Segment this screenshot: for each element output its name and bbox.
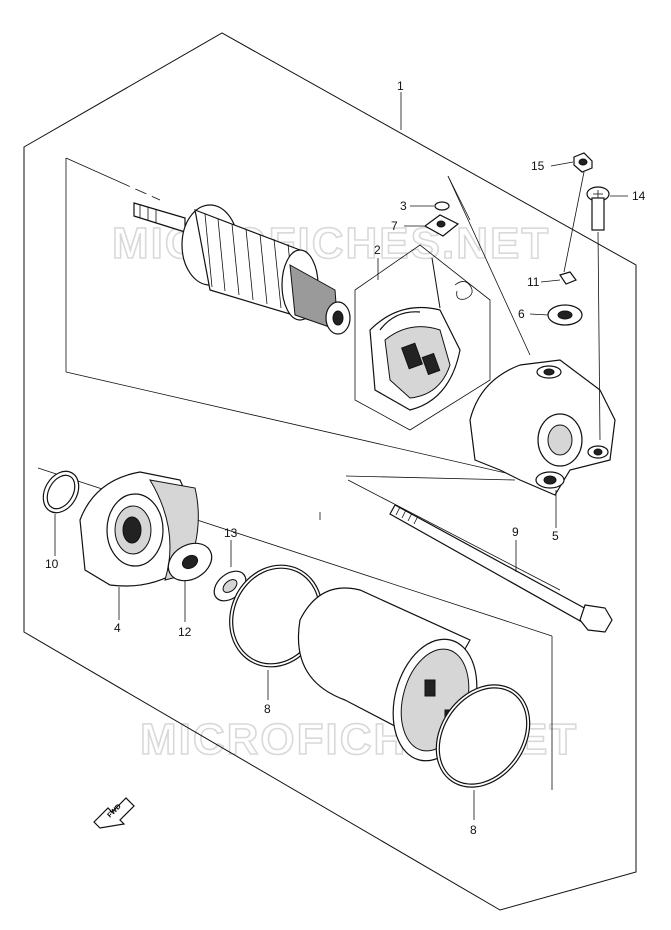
- leader-3-housing: [447, 175, 531, 356]
- leader-15-housing: [563, 171, 585, 273]
- screw-14: [586, 186, 610, 231]
- label-9: 9: [512, 525, 519, 539]
- o-ring-8-right: [435, 684, 531, 788]
- nut-15: [573, 152, 593, 173]
- leader-7-housing: [447, 175, 471, 221]
- label-12: 12: [178, 625, 192, 639]
- label-15: 15: [531, 159, 545, 173]
- nut-11: [559, 271, 577, 285]
- label-10: 10: [45, 557, 59, 571]
- through-bolt-9: [389, 504, 613, 633]
- label-8-left: 8: [264, 702, 271, 716]
- o-ring-10: [42, 470, 80, 514]
- brush-holder-box: [354, 244, 491, 431]
- label-3: 3: [400, 199, 407, 213]
- washer-3: [434, 201, 450, 211]
- seal-6: [547, 304, 583, 326]
- label-1: 1: [397, 79, 404, 93]
- forward-direction-arrow: FWD: [93, 797, 135, 829]
- rear-housing: [469, 359, 616, 496]
- brush-holder: [369, 257, 473, 411]
- label-7: 7: [391, 219, 398, 233]
- label-13: 13: [224, 526, 238, 540]
- label-11: 11: [527, 275, 540, 289]
- label-4: 4: [114, 621, 121, 635]
- callout-leaders: [54, 92, 628, 820]
- label-14: 14: [632, 189, 646, 203]
- assembly-outline: [23, 32, 637, 911]
- label-5: 5: [552, 529, 559, 543]
- label-8-right: 8: [470, 823, 477, 837]
- terminal-plate-7: [423, 214, 460, 237]
- leader-14-housing: [597, 231, 601, 441]
- label-6: 6: [518, 307, 525, 321]
- washer-12: [167, 542, 213, 582]
- armature: [133, 202, 351, 335]
- label-2: 2: [374, 243, 381, 257]
